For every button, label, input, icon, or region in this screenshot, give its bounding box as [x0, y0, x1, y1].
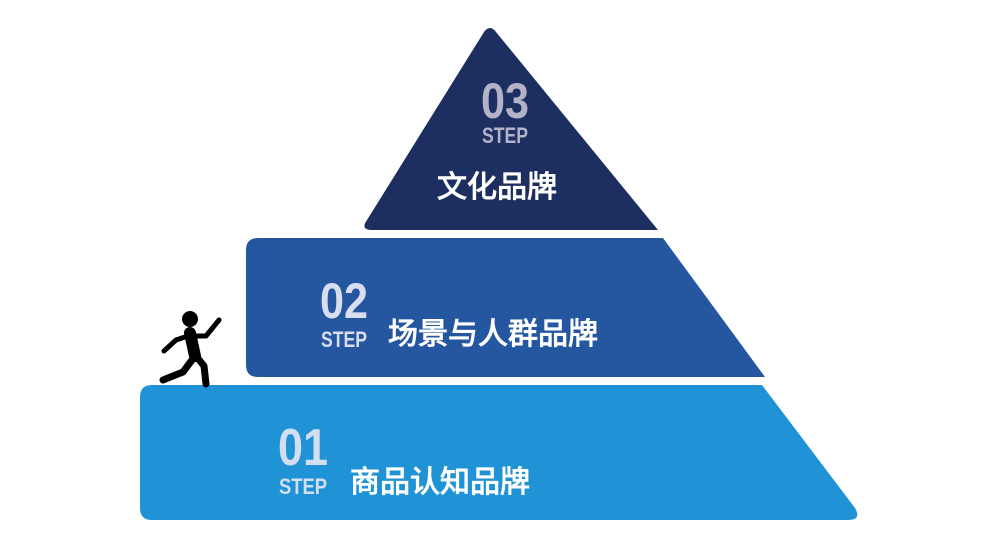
level-1-block	[140, 385, 858, 520]
running-person-icon	[159, 311, 222, 388]
level-3-number: 03	[481, 73, 529, 129]
level-1-step: STEP	[279, 474, 327, 499]
level-3: 03 STEP 文化品牌	[364, 28, 658, 230]
level-2-number: 02	[320, 273, 368, 329]
level-2: 02 STEP 场景与人群品牌	[246, 238, 765, 377]
level-3-label: 文化品牌	[437, 170, 557, 205]
level-3-block	[364, 28, 658, 230]
level-2-label: 场景与人群品牌	[388, 317, 598, 352]
level-2-step: STEP	[321, 327, 367, 352]
level-1-number: 01	[278, 419, 328, 477]
level-2-block	[246, 238, 765, 377]
level-1-label: 商品认知品牌	[350, 465, 530, 500]
level-3-step: STEP	[482, 123, 528, 148]
level-1: 01 STEP 商品认知品牌	[140, 385, 858, 520]
